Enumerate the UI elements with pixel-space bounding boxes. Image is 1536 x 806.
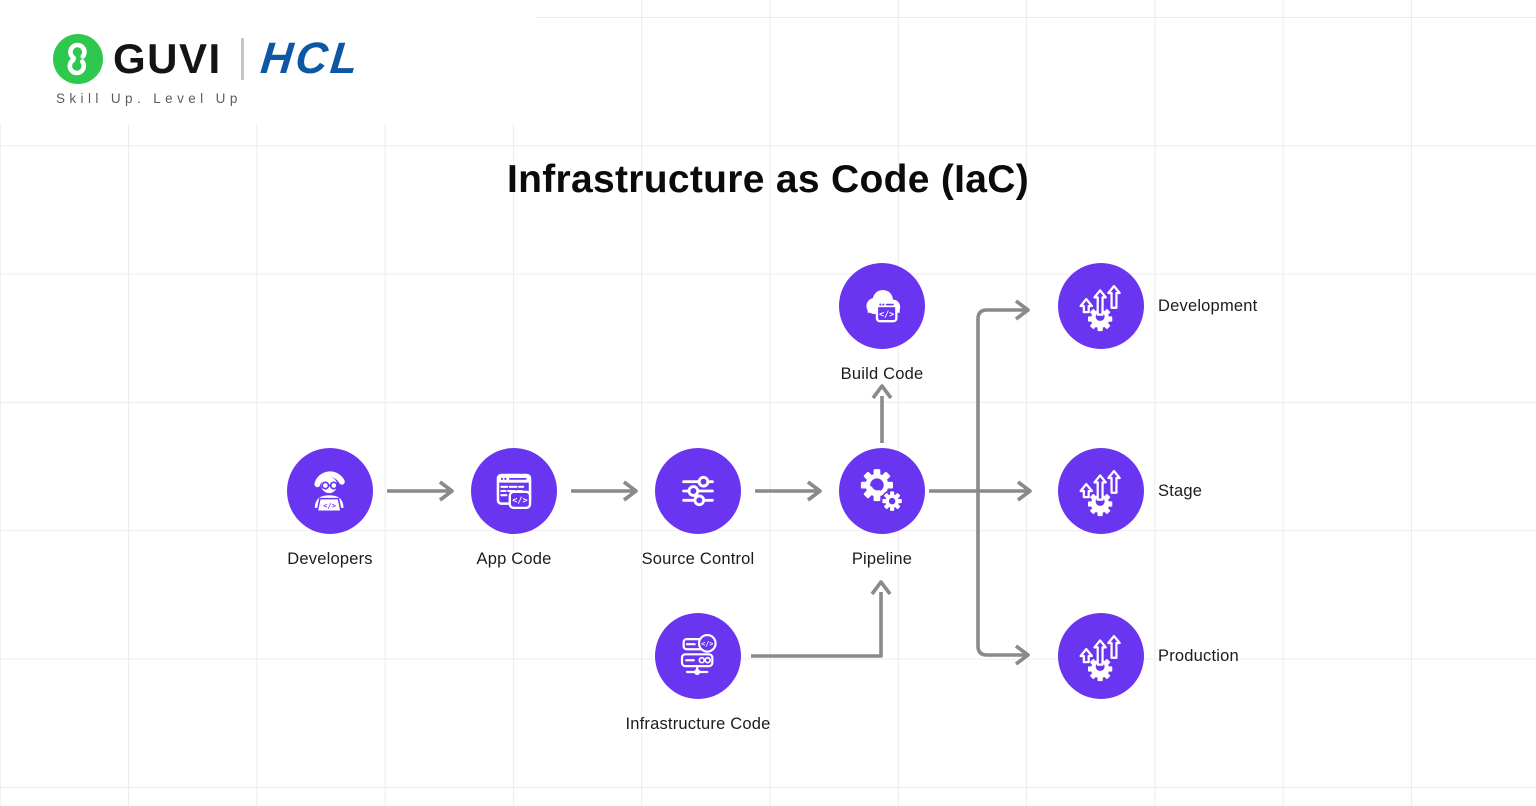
node-infrastructure-code: </> Infrastructure Code bbox=[608, 613, 788, 734]
logo-divider bbox=[240, 38, 244, 80]
node-stage: Stage bbox=[1058, 448, 1202, 534]
cloud-code-icon: </> bbox=[839, 263, 925, 349]
deploy-gear-arrows-icon bbox=[1058, 613, 1144, 699]
deploy-gear-arrows-icon bbox=[1058, 448, 1144, 534]
node-label: Developers bbox=[287, 550, 373, 568]
node-label: Stage bbox=[1158, 481, 1203, 500]
node-label: Development bbox=[1158, 296, 1258, 315]
svg-text:</>: </> bbox=[512, 495, 527, 505]
node-label: App Code bbox=[476, 550, 552, 568]
developer-at-laptop-icon: </> bbox=[287, 448, 373, 534]
page-title: Infrastructure as Code (IaC) bbox=[506, 158, 1029, 201]
svg-text:</>: </> bbox=[323, 501, 336, 510]
header-band: GUVI HCL Skill Up. Level Up bbox=[0, 0, 537, 124]
brand-tagline: Skill Up. Level Up bbox=[56, 91, 242, 106]
brand-logos: GUVI HCL bbox=[53, 33, 363, 85]
node-production: Production bbox=[1058, 613, 1239, 699]
browser-code-icon: </> bbox=[471, 448, 557, 534]
node-label: Build Code bbox=[840, 365, 924, 383]
svg-text:</>: </> bbox=[701, 640, 713, 648]
guvi-wordmark: GUVI bbox=[113, 35, 222, 82]
node-label: Pipeline bbox=[851, 550, 913, 568]
deploy-gear-arrows-icon bbox=[1058, 263, 1144, 349]
guvi-logo-icon bbox=[53, 34, 103, 84]
node-source-control: Source Control bbox=[608, 448, 788, 569]
svg-text:</>: </> bbox=[879, 309, 894, 319]
node-developers: </> Developers bbox=[240, 448, 420, 569]
node-development: Development bbox=[1058, 263, 1257, 349]
server-code-icon: </> bbox=[655, 613, 741, 699]
sliders-icon bbox=[655, 448, 741, 534]
node-label: Source Control bbox=[641, 550, 755, 568]
node-pipeline: Pipeline bbox=[792, 448, 972, 569]
node-label: Infrastructure Code bbox=[625, 715, 771, 733]
node-label: Production bbox=[1158, 646, 1239, 665]
hcl-wordmark: HCL bbox=[258, 34, 363, 83]
gears-icon bbox=[839, 448, 925, 534]
node-build-code: </> Build Code bbox=[792, 263, 972, 384]
node-app-code: </> App Code bbox=[424, 448, 604, 569]
